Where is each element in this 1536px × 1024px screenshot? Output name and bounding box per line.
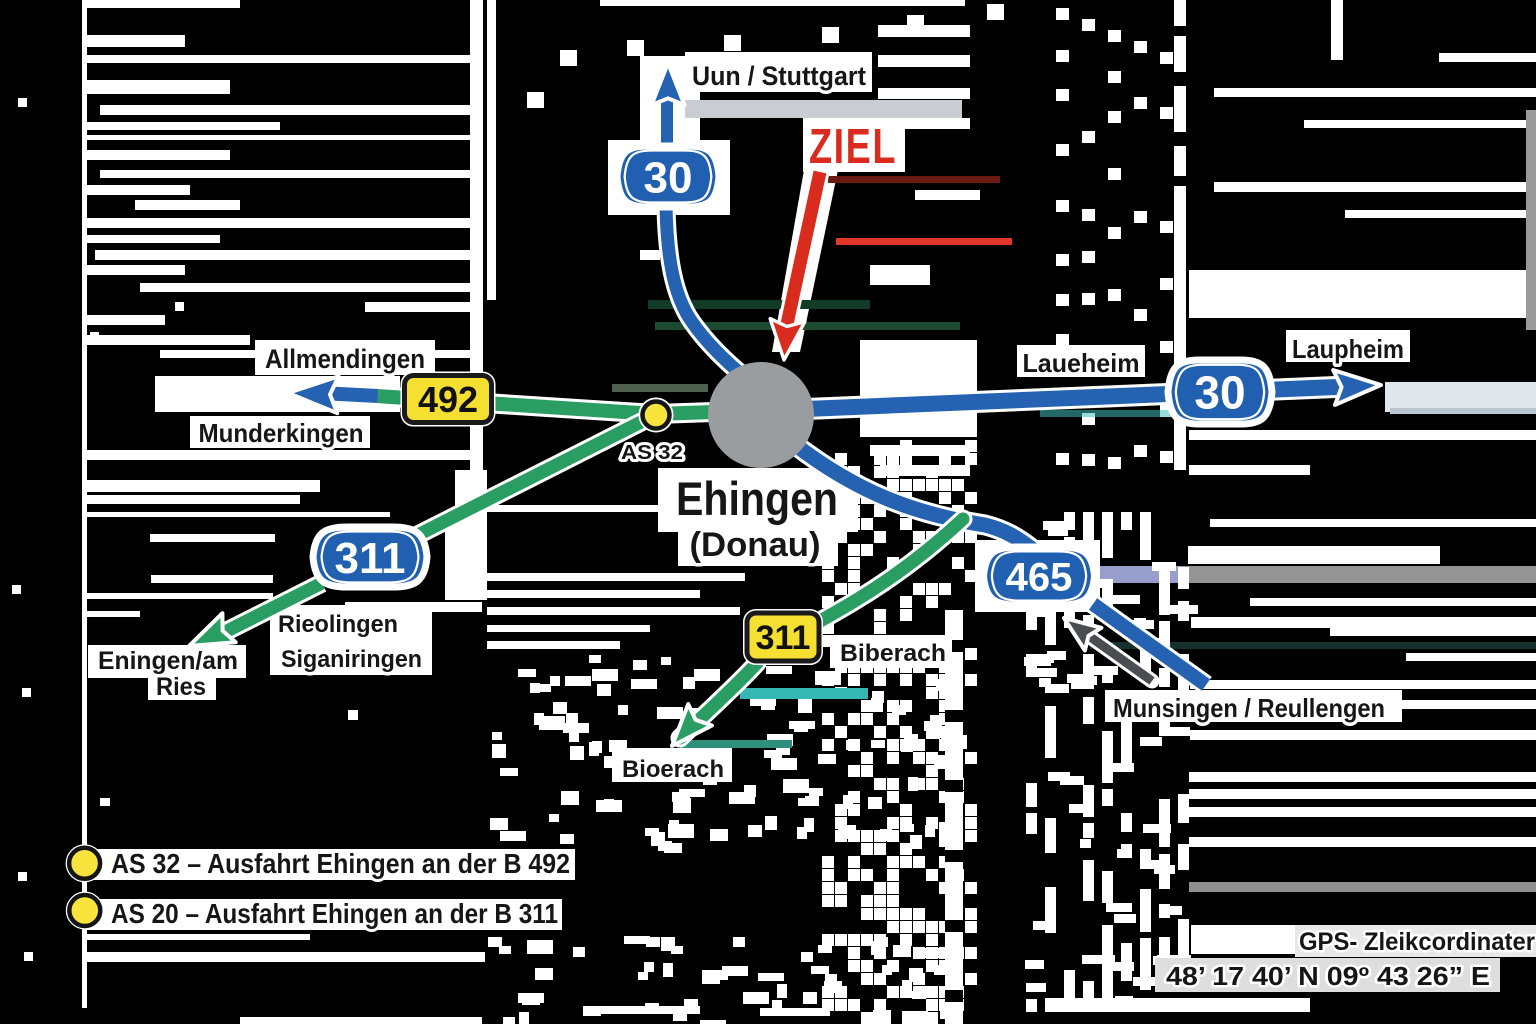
svg-text:30: 30 (644, 153, 693, 202)
svg-text:GPS- Zleikcordinater: GPS- Zleikcordinater (1299, 928, 1535, 956)
svg-text:311: 311 (756, 619, 811, 657)
svg-text:Eningen/am: Eningen/am (98, 647, 238, 675)
svg-text:465: 465 (1006, 555, 1073, 599)
svg-text:Laupheim: Laupheim (1292, 334, 1404, 364)
svg-text:30: 30 (1194, 367, 1245, 419)
svg-text:(Donau): (Donau) (690, 526, 821, 564)
svg-text:Biberach: Biberach (840, 640, 946, 667)
svg-text:311: 311 (335, 534, 406, 583)
svg-text:Munsingen / Reullengen: Munsingen / Reullengen (1113, 693, 1385, 723)
svg-text:Allmendingen: Allmendingen (265, 344, 425, 374)
svg-text:Siganiringen: Siganiringen (281, 646, 422, 673)
svg-text:Munderkingen: Munderkingen (199, 418, 364, 448)
svg-text:492: 492 (418, 379, 478, 420)
svg-text:Ehingen: Ehingen (676, 472, 838, 525)
svg-text:Bioerach: Bioerach (622, 756, 724, 783)
svg-text:AS 32 – Ausfahrt Ehingen an de: AS 32 – Ausfahrt Ehingen an der B 492 (111, 848, 570, 879)
svg-text:AS 32: AS 32 (621, 442, 683, 464)
svg-text:Rieolingen: Rieolingen (278, 611, 398, 638)
svg-text:48’ 17 40’ N 09º 43 26” E: 48’ 17 40’ N 09º 43 26” E (1166, 961, 1490, 991)
svg-text:ZIEL: ZIEL (809, 120, 897, 174)
svg-text:AS 20 – Ausfahrt Ehingen an de: AS 20 – Ausfahrt Ehingen an der B 311 (111, 898, 558, 929)
svg-text:Ries: Ries (156, 673, 206, 701)
svg-text:Uun / Stuttgart: Uun / Stuttgart (692, 61, 866, 91)
svg-text:Laueheim: Laueheim (1023, 348, 1140, 378)
